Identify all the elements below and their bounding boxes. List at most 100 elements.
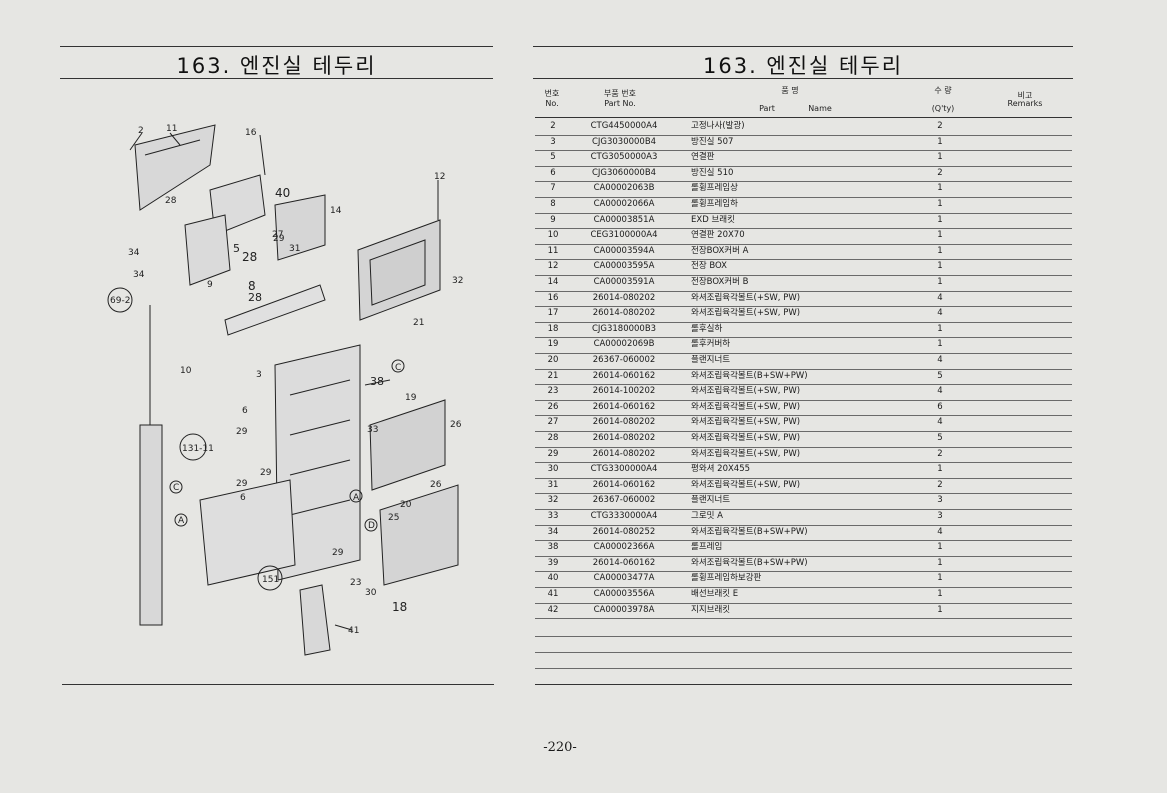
callout-34a: 34	[128, 248, 140, 258]
part-quantity: 5	[937, 370, 943, 381]
callout-31: 31	[289, 244, 300, 254]
header-remarks-en: Remarks	[1007, 99, 1043, 108]
callout-28c: 28	[248, 291, 262, 304]
callout-16: 16	[245, 128, 257, 138]
part-quantity: 2	[937, 448, 943, 459]
callout-C2: C	[395, 363, 401, 373]
part-name: EXD 브래킷	[691, 214, 735, 225]
part-name: 롤휭프레임하보강판	[691, 573, 762, 584]
part-quantity: 1	[937, 464, 943, 475]
header-qty-kr: 수 량	[934, 86, 952, 95]
part-code: CA00003477A	[593, 573, 655, 584]
callout-6b: 6	[240, 493, 246, 503]
part-code: CEG3100000A4	[590, 230, 658, 241]
part-name: 와셔조립육각볼트(+SW, PW)	[691, 448, 801, 459]
callout-10: 10	[180, 366, 192, 376]
part-quantity: 1	[937, 230, 943, 241]
part-code: CA00003595A	[593, 261, 655, 272]
part-code: 26014-060162	[592, 479, 656, 490]
part-name: 와셔조립육각볼트(+SW, PW)	[691, 308, 801, 319]
part-name: 롤후커버하	[691, 339, 731, 350]
part-code: 26014-080252	[592, 526, 656, 537]
part-code: CTG3300000A4	[590, 464, 658, 475]
part-number-index: 30	[547, 464, 559, 475]
part-number-index: 6	[550, 167, 556, 178]
callout-8: 8	[248, 279, 256, 293]
part-code: CTG3330000A4	[590, 511, 658, 521]
callout-26b: 26	[430, 480, 442, 490]
part-name: 배선브래킷 E	[691, 589, 739, 599]
part-quantity: 1	[937, 277, 943, 287]
part-number-index: 8	[550, 199, 556, 209]
part-name: 그로밋 A	[691, 511, 723, 521]
part-code: 26014-080202	[592, 433, 656, 443]
part-quantity: 3	[937, 495, 943, 506]
callout-26a: 26	[450, 420, 462, 430]
part-name: 전장BOX커버 B	[691, 277, 749, 287]
left-bottom-rule	[62, 684, 494, 685]
callout-131-11: 131-11	[182, 444, 214, 454]
part-name: 전장BOX커버 A	[691, 245, 749, 256]
part-number-index: 34	[547, 526, 559, 537]
part-name: 와셔조립육각볼트(+SW, PW)	[691, 386, 801, 397]
right-title-rule-top	[533, 46, 1073, 47]
callout-D: D	[368, 521, 375, 531]
part-code: 26367-060002	[592, 355, 656, 365]
part-number-index: 31	[547, 479, 559, 490]
part-name: 와셔조립육각볼트(+SW, PW)	[691, 479, 801, 490]
part-name: 롤후실하	[691, 323, 723, 334]
part-code: CJG3060000B4	[591, 167, 657, 178]
part-number-index: 10	[547, 230, 559, 241]
callout-29b: 29	[236, 427, 248, 437]
part-code: 26367-060002	[592, 495, 656, 506]
part-number-index: 27	[547, 417, 559, 428]
part-code: CA00002066A	[593, 199, 655, 209]
callout-11: 11	[166, 124, 177, 134]
callout-29c: 29	[260, 468, 272, 478]
part-number-index: 26	[547, 401, 559, 412]
part-code: 26014-060162	[592, 370, 656, 381]
callout-6a: 6	[242, 406, 248, 416]
part-name: 방진실 507	[691, 136, 734, 147]
table-row: 33 CTG3330000A4 그로밋 A 3	[535, 509, 1072, 526]
part-number-index: 17	[547, 308, 559, 319]
part-code: 26014-080202	[592, 308, 656, 319]
header-name-en-name: Name	[808, 104, 832, 113]
table-header-rule	[535, 117, 1072, 118]
part-quantity: 1	[937, 557, 943, 568]
part-quantity: 1	[937, 199, 943, 209]
part-number-index: 23	[547, 386, 559, 397]
header-name-en-part: Part	[759, 104, 775, 113]
part-code: CA00003556A	[593, 589, 655, 599]
part-quantity: 3	[937, 511, 943, 521]
part-quantity: 1	[937, 339, 943, 350]
part-number-index: 16	[547, 292, 559, 303]
callout-28b: 28	[242, 250, 257, 264]
callout-A1: A	[353, 493, 360, 503]
part-code: 26014-060162	[592, 401, 656, 412]
callout-19: 19	[405, 393, 417, 403]
part-number-index: 18	[547, 323, 559, 334]
part-name: 플랜지너트	[691, 495, 731, 506]
callout-29e: 29	[332, 548, 344, 558]
header-part-kr: 부품 번호	[604, 89, 636, 98]
part-number-index: 33	[547, 511, 559, 521]
part-quantity: 5	[937, 433, 943, 443]
callout-29a: 29	[273, 234, 285, 244]
part-name: 고정나사(발광)	[691, 121, 745, 131]
